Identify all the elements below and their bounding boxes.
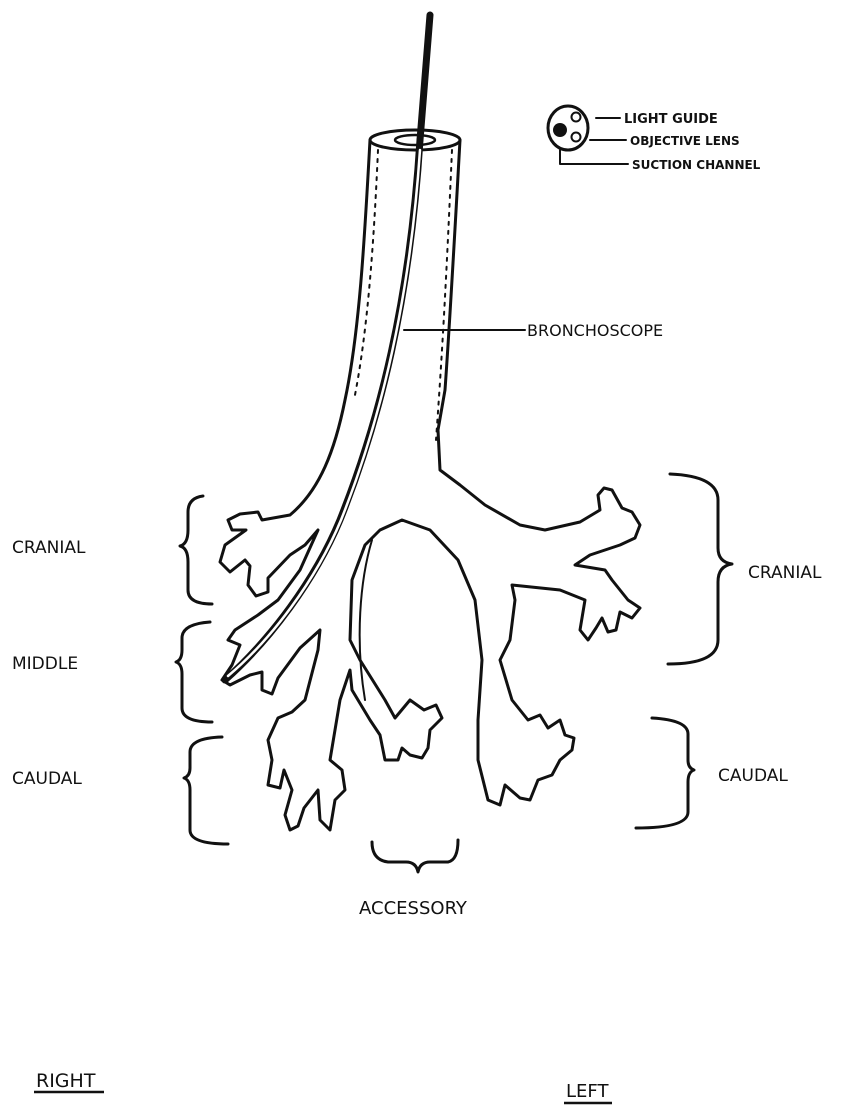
left-cranial-bracket <box>668 474 732 664</box>
left-caudal-label: CAUDAL <box>718 766 788 786</box>
suction-channel-label: SUCTION CHANNEL <box>632 158 761 172</box>
right-caudal-bracket <box>184 737 228 844</box>
bronchial-tree <box>220 130 640 830</box>
suction-channel-icon <box>572 133 581 142</box>
light-guide-icon <box>572 113 581 122</box>
left-cranial-label: CRANIAL <box>748 563 822 583</box>
accessory-label: ACCESSORY <box>359 898 468 919</box>
suction-channel-leader <box>560 150 628 164</box>
right-label: RIGHT <box>36 1070 96 1092</box>
right-cranial-label: CRANIAL <box>12 538 86 558</box>
bronchoscope-label: BRONCHOSCOPE <box>527 321 663 340</box>
right-caudal-label: CAUDAL <box>12 769 82 789</box>
left-label: LEFT <box>566 1081 609 1102</box>
right-cranial-bracket <box>180 496 212 604</box>
bronchoscope-cable <box>420 15 430 140</box>
scope-tip-inset <box>548 106 628 164</box>
right-middle-bracket <box>176 622 212 722</box>
left-caudal-bracket <box>636 718 694 828</box>
light-guide-label: LIGHT GUIDE <box>624 112 718 127</box>
accessory-bracket <box>372 840 458 872</box>
objective-lens-icon <box>553 123 567 137</box>
right-middle-label: MIDDLE <box>12 654 78 674</box>
objective-lens-label: OBJECTIVE LENS <box>630 134 740 148</box>
airway-outline <box>220 140 640 830</box>
trachea-lumen <box>395 135 435 145</box>
